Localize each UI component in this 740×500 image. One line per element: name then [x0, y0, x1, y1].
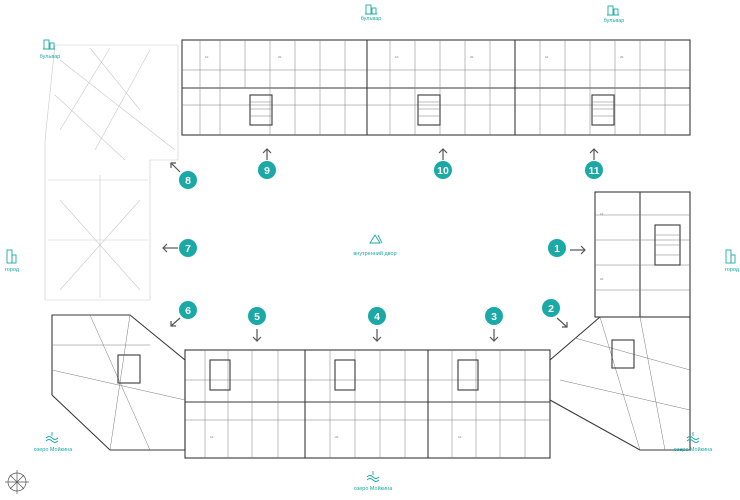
svg-text:1К: 1К	[458, 435, 462, 439]
city-label-left: город	[4, 267, 20, 273]
svg-text:2К: 2К	[335, 435, 339, 439]
svg-text:1К: 1К	[545, 55, 549, 59]
boulevard-label-right: бульвар	[603, 18, 625, 24]
right-building	[594, 191, 691, 318]
entrance-badge-3[interactable]: 3	[485, 307, 503, 325]
entrance-number-5: 5	[254, 311, 260, 323]
lake-icon	[686, 432, 700, 443]
svg-text:2К: 2К	[620, 55, 624, 59]
entrance-badge-8[interactable]: 8	[179, 171, 197, 189]
entrance-badge-7[interactable]: 7	[179, 239, 197, 257]
lake-label-bottom: озеро Мойкина	[353, 486, 393, 492]
entrance-badge-5[interactable]: 5	[248, 307, 266, 325]
lake-label-left: озеро Мойкина	[33, 447, 73, 453]
svg-text:2К: 2К	[278, 55, 282, 59]
entrance-number-1: 1	[554, 243, 560, 255]
bottom-left-corner	[51, 314, 186, 451]
entrance-number-3: 3	[491, 311, 497, 323]
svg-text:2К: 2К	[470, 55, 474, 59]
entrance-badge-4[interactable]: 4	[368, 307, 386, 325]
entrance-number-9: 9	[264, 165, 270, 177]
entrance-number-10: 10	[437, 165, 449, 177]
svg-text:2К: 2К	[600, 277, 604, 281]
entrance-number-8: 8	[185, 175, 191, 187]
entrance-badge-2[interactable]: 2	[542, 299, 560, 317]
entrance-number-7: 7	[185, 243, 191, 255]
svg-text:1К: 1К	[395, 55, 399, 59]
lake-label-right: озеро Мойкина	[673, 447, 713, 453]
boulevard-icon	[607, 5, 619, 16]
lake-icon	[45, 432, 59, 443]
room-labels: 1К 2К 1К 2К 1К 2К 1К 2К 1К 1К 2К	[205, 55, 624, 439]
courtyard-icon	[369, 234, 383, 244]
city-label-right: город	[724, 267, 740, 273]
svg-text:1К: 1К	[210, 435, 214, 439]
svg-text:1К: 1К	[205, 55, 209, 59]
entrance-number-4: 4	[374, 311, 380, 323]
boulevard-label-top: бульвар	[360, 16, 382, 22]
boulevard-label-left: бульвар	[39, 54, 61, 60]
boulevard-icon	[365, 4, 377, 15]
entrance-number-2: 2	[548, 303, 554, 315]
entrance-badge-1[interactable]: 1	[548, 239, 566, 257]
courtyard-label: внутренний двор	[353, 251, 397, 257]
entrance-arrows	[162, 148, 599, 342]
entrance-badge-11[interactable]: 11	[585, 161, 603, 179]
bottom-right-corner	[549, 316, 691, 451]
entrance-badge-10[interactable]: 10	[434, 161, 452, 179]
entrance-badge-6[interactable]: 6	[179, 301, 197, 319]
compass-rose-icon	[5, 470, 29, 494]
bottom-building	[184, 349, 551, 459]
lake-icon	[366, 471, 380, 482]
svg-text:1К: 1К	[600, 212, 604, 216]
entrance-badge-9[interactable]: 9	[258, 161, 276, 179]
roof-outline	[44, 44, 179, 301]
city-icon	[6, 249, 17, 264]
entrance-number-6: 6	[185, 305, 191, 317]
top-building	[181, 39, 691, 136]
boulevard-icon	[43, 39, 55, 50]
city-icon	[725, 249, 736, 264]
entrance-number-11: 11	[588, 165, 599, 177]
